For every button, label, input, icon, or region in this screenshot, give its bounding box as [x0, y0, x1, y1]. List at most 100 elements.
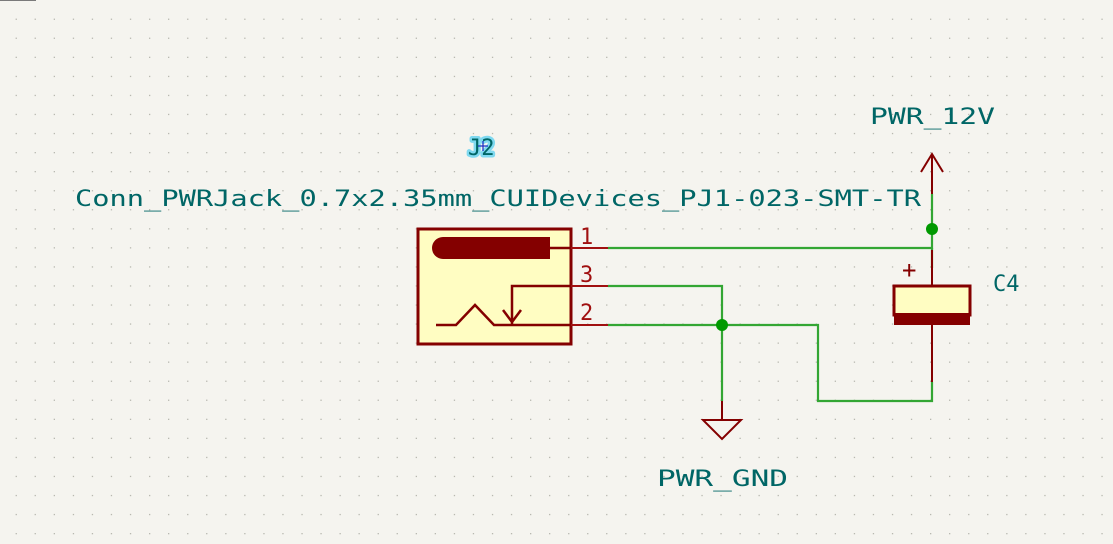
grid-dot: [377, 475, 379, 478]
grid-dot: [625, 456, 627, 459]
grid-dot: [339, 266, 341, 268]
grid-dot: [91, 75, 94, 78]
grid-dot: [72, 494, 75, 497]
grid-dot: [415, 361, 417, 363]
grid-dot: [72, 209, 75, 211]
grid-dot: [244, 533, 246, 535]
grid-dot: [491, 380, 494, 382]
grid-dot: [949, 75, 951, 78]
power-12v-symbol[interactable]: PWR_12V: [870, 105, 995, 194]
grid-dot: [377, 113, 379, 116]
grid-dot: [644, 513, 646, 516]
grid-dot: [701, 304, 703, 306]
grid-dot: [644, 228, 646, 230]
grid-dot: [1044, 190, 1046, 192]
grid-dot: [739, 171, 741, 173]
j2-reference[interactable]: J2: [468, 136, 495, 161]
grid-dot: [815, 37, 817, 39]
grid-dot: [53, 380, 55, 382]
grid-dot: [739, 18, 741, 20]
grid-dot: [834, 228, 836, 230]
grid-dot: [1044, 37, 1046, 39]
grid-dot: [739, 113, 741, 116]
grid-dot: [396, 533, 398, 535]
grid-dot: [187, 190, 189, 192]
grid-dot: [434, 533, 436, 535]
wire-pin3-to-gnd[interactable]: [608, 284, 724, 401]
wire-pin2-to-c4[interactable]: [608, 323, 934, 403]
grid-dot: [530, 37, 532, 39]
grid-dot: [453, 494, 456, 497]
j2-pin3-number: 3: [580, 263, 593, 288]
grid-dot: [606, 475, 608, 478]
grid-dot: [1025, 247, 1027, 249]
grid-dot: [187, 494, 189, 497]
power-gnd-symbol[interactable]: PWR_GND: [657, 401, 788, 492]
grid-dot: [263, 94, 265, 97]
grid-dot: [72, 152, 75, 154]
grid-dot: [1063, 475, 1065, 478]
grid-dot: [377, 456, 379, 459]
grid-dot: [72, 18, 75, 20]
grid-dot: [1101, 323, 1103, 325]
grid-dot: [510, 533, 513, 535]
grid-dot: [15, 456, 17, 459]
grid-dot: [644, 209, 646, 211]
j2-value[interactable]: Conn_PWRJack_0.7x2.35mm_CUIDevices_PJ1-0…: [75, 186, 922, 212]
grid-dot: [1006, 361, 1008, 363]
grid-dot: [396, 399, 398, 401]
grid-dot: [491, 418, 494, 420]
grid-dot: [834, 437, 836, 439]
grid-dot: [149, 247, 151, 249]
c4-plate-positive: [892, 284, 972, 317]
grid-dot: [358, 361, 360, 363]
grid-dot: [930, 209, 932, 211]
grid-dot: [1006, 37, 1008, 39]
grid-dot: [777, 37, 779, 39]
grid-dot: [549, 132, 551, 135]
grid-dot: [739, 75, 741, 78]
c4-symbol[interactable]: + C4: [892, 250, 1020, 382]
grid-dot: [320, 304, 322, 306]
grid-dot: [949, 171, 951, 173]
grid-dot: [1044, 323, 1046, 325]
grid-dot: [377, 437, 379, 439]
grid-dot: [34, 209, 36, 211]
j2-reference-group[interactable]: J2 J2: [466, 134, 498, 164]
grid-dot: [187, 380, 189, 382]
grid-dot: [110, 494, 113, 497]
grid-dot: [587, 475, 589, 478]
grid-dot: [149, 152, 151, 154]
grid-dot: [491, 18, 494, 20]
grid-dot: [853, 513, 856, 516]
grid-dot: [1101, 361, 1103, 363]
grid-dot: [834, 171, 836, 173]
grid-dot: [891, 75, 894, 78]
grid-dot: [1025, 533, 1027, 535]
j2-symbol[interactable]: 1 3 2: [416, 225, 608, 346]
grid-dot: [796, 209, 798, 211]
grid-dot: [1006, 380, 1008, 382]
grid-dot: [91, 266, 94, 268]
grid-dot: [263, 380, 265, 382]
grid-dot: [1025, 513, 1027, 516]
grid-dot: [815, 18, 817, 20]
grid-dot: [815, 94, 817, 97]
c4-reference[interactable]: C4: [993, 272, 1020, 297]
grid-dot: [263, 342, 265, 344]
grid-dot: [891, 152, 894, 154]
grid-dot: [282, 18, 284, 20]
grid-dot: [149, 418, 151, 420]
grid-dot: [377, 418, 379, 420]
grid-dot: [625, 342, 627, 344]
grid-dot: [206, 456, 208, 459]
grid-dot: [739, 94, 741, 97]
grid-dot: [320, 266, 322, 268]
grid-dot: [34, 533, 36, 535]
grid-dot: [72, 113, 75, 116]
grid-dot: [853, 494, 856, 497]
grid-dot: [891, 266, 894, 268]
grid-dot: [1025, 228, 1027, 230]
